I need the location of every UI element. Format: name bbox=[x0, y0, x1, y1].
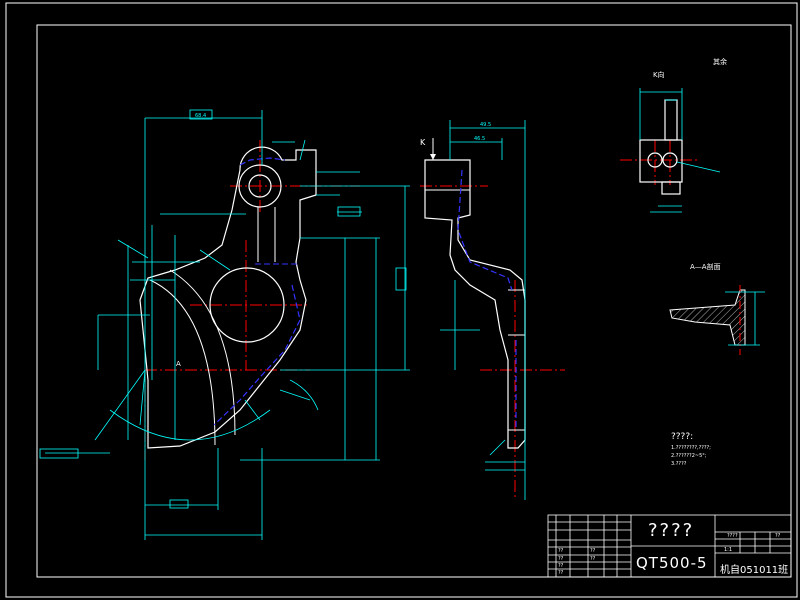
title-block bbox=[547, 514, 792, 578]
dim-text-box bbox=[39, 448, 79, 459]
boss-hole bbox=[248, 174, 272, 198]
sheet-header: ?? bbox=[775, 533, 781, 539]
rib-arc bbox=[149, 279, 216, 446]
front-view: 68.4 bbox=[39, 109, 410, 540]
section-aa bbox=[669, 285, 765, 355]
dim-text: 68.4 bbox=[195, 113, 206, 119]
tech-req-title: ????: bbox=[671, 432, 694, 442]
hidden-line bbox=[213, 284, 301, 426]
k-view-hole bbox=[647, 152, 663, 168]
k-arrow-label: K bbox=[420, 138, 426, 147]
dim-line bbox=[299, 139, 306, 161]
k-view bbox=[620, 88, 721, 213]
k-view-label: K向 bbox=[653, 71, 665, 79]
section-marker: A bbox=[176, 360, 181, 368]
dim-line bbox=[94, 369, 146, 441]
check-label: ?? bbox=[558, 556, 564, 562]
part-name: ???? bbox=[648, 520, 695, 541]
tech-req-item: 3.???? bbox=[671, 461, 687, 467]
outer-frame bbox=[5, 2, 798, 598]
title-row: ?? bbox=[590, 548, 596, 554]
dim-text: 46.5 bbox=[474, 136, 485, 142]
part-outline bbox=[139, 146, 317, 449]
inner-frame bbox=[36, 24, 792, 578]
dim-text-box bbox=[169, 499, 189, 509]
rib-arc bbox=[169, 269, 236, 436]
design-label: ?? bbox=[558, 548, 564, 554]
side-view: 49.5 46.5 bbox=[420, 120, 565, 500]
roughness-note: 其余 bbox=[713, 58, 727, 66]
k-view-stem bbox=[664, 99, 678, 141]
section-aa-label: A—A剖面 bbox=[690, 263, 721, 271]
k-view-hole bbox=[662, 152, 678, 168]
dim-line bbox=[199, 249, 231, 271]
dim-line bbox=[489, 439, 506, 456]
dim-line bbox=[244, 399, 261, 421]
section-hatch bbox=[669, 289, 746, 346]
hidden-line bbox=[239, 157, 286, 166]
title-row: ?? bbox=[590, 556, 596, 562]
class-name: 机自051011班 bbox=[720, 565, 789, 576]
main-bore bbox=[209, 267, 285, 343]
scale-value: 1:1 bbox=[724, 547, 733, 553]
material: QT500-5 bbox=[636, 554, 708, 572]
scale-header: ???? bbox=[727, 533, 738, 539]
dim-line bbox=[279, 389, 311, 401]
dim-line bbox=[139, 369, 146, 426]
k-arrow-head bbox=[430, 154, 436, 160]
title-row: ?? bbox=[558, 570, 564, 576]
k-view-base bbox=[661, 181, 681, 195]
tech-req-item: 2.??????2~5°; bbox=[671, 453, 707, 459]
dim-arc bbox=[109, 409, 271, 441]
dim-text-box bbox=[337, 206, 361, 217]
dim-text-box bbox=[395, 267, 407, 291]
dim-arc bbox=[289, 379, 319, 411]
side-outline bbox=[424, 159, 526, 449]
boss-outer bbox=[238, 164, 282, 208]
dim-arc bbox=[117, 239, 149, 259]
dim-text-box bbox=[189, 109, 213, 120]
tech-req-item: 1.????????,????; bbox=[671, 445, 711, 451]
k-view-body bbox=[639, 139, 683, 183]
hidden-line bbox=[457, 169, 513, 291]
dim-text: 49.5 bbox=[480, 122, 491, 128]
dim-line bbox=[676, 161, 721, 173]
title-row: ?? bbox=[558, 563, 564, 569]
